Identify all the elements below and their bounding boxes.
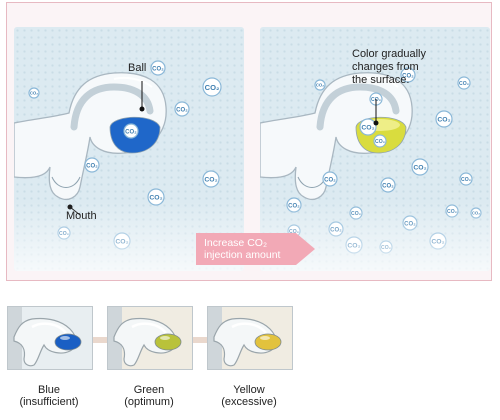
checker-photo-icon [108,307,192,369]
svg-text:CO₂: CO₂ [404,221,416,227]
co2-bubble: CO₂ [345,236,363,254]
checker-photo-icon [8,307,92,369]
connector-bar [192,337,207,343]
checker-scene-yellow: CO₂ CO₂ CO₂ CO₂ CO₂ CO₂ CO₂ CO₂ CO₂ CO₂ CO₂ CO₂ CO₂ C… [260,67,482,254]
co2-bubble: CO₂ [174,101,190,117]
caption-yellow-color: Yellow [233,384,265,396]
co2-bubble: CO₂ [57,226,71,240]
caption-blue: Blue (insufficient) [1,384,97,408]
co2-bubble: CO₂ [470,207,482,219]
color-change-label: Color gradually changes from the surface… [352,48,482,87]
caption-green-state: (optimum) [124,396,174,408]
co2-bubble: CO₂ [459,172,473,186]
co2-bubble: CO₂ [379,240,393,254]
co2-bubble: CO₂ [349,206,363,220]
co2-bubble: CO₂ [322,171,338,187]
svg-text:CO₂: CO₂ [413,165,426,172]
svg-text:CO₂: CO₂ [447,209,457,215]
svg-text:CO₂: CO₂ [402,73,414,79]
co2-bubble: CO₂ [113,232,131,250]
svg-text:CO₂: CO₂ [289,229,299,235]
caption-yellow: Yellow (excessive) [201,384,297,408]
connector-bar [92,337,107,343]
co2-bubble: CO₂ [359,118,377,136]
caption-blue-color: Blue [37,384,61,396]
co2-bubble: CO₂ [286,197,302,213]
ball-label: Ball [128,62,147,74]
arrow-shape-icon [196,233,315,265]
arrow-line-1: Increase CO₂ [204,237,268,249]
co2-bubble: CO₂ [202,77,222,97]
increase-co2-arrow: Increase CO₂ injection amount [196,232,316,266]
co2-bubble: CO₂ [328,221,344,237]
svg-text:CO₂: CO₂ [375,139,385,145]
svg-text:CO₂: CO₂ [324,177,336,183]
svg-text:CO₂: CO₂ [59,231,69,237]
svg-text:CO₂: CO₂ [382,183,394,189]
svg-text:CO₂: CO₂ [316,83,324,88]
photo-blue-checker [7,306,93,370]
svg-text:CO₂: CO₂ [152,66,164,72]
svg-text:CO₂: CO₂ [347,243,360,250]
svg-text:CO₂: CO₂ [149,195,162,202]
co2-bubble: CO₂ [28,87,40,99]
svg-text:CO₂: CO₂ [461,177,471,183]
caption-yellow-state: (excessive) [221,396,277,408]
checker-scene-blue: CO₂ CO₂ CO₂ CO₂ CO₂ CO₂ CO₂ CO₂ CO₂ CO₂ [14,60,222,250]
svg-text:CO₂: CO₂ [205,83,220,92]
svg-text:CO₂: CO₂ [472,211,480,216]
mouth-label: Mouth [66,210,97,222]
co2-bubble: CO₂ [411,158,429,176]
svg-text:CO₂: CO₂ [86,163,98,169]
arrow-text: Increase CO₂ injection amount [204,237,300,261]
svg-text:CO₂: CO₂ [330,227,342,233]
co2-bubble: CO₂ [373,134,387,148]
svg-text:CO₂: CO₂ [176,107,188,113]
co2-bubble: CO₂ [400,67,416,83]
co2-bubble: CO₂ [147,188,165,206]
svg-text:CO₂: CO₂ [381,245,391,251]
co2-bubble: CO₂ [202,170,220,188]
svg-text:CO₂: CO₂ [437,117,450,124]
co2-bubble: CO₂ [445,204,459,218]
co2-bubble: CO₂ [402,215,418,231]
svg-text:CO₂: CO₂ [288,203,300,209]
co2-bubble: CO₂ [429,232,447,250]
svg-text:CO₂: CO₂ [431,239,444,246]
checker-photo-icon [208,307,292,369]
caption-green-color: Green [133,384,165,396]
co2-bubble: CO₂ [314,79,326,91]
svg-text:CO₂: CO₂ [459,81,469,87]
drop-checker-glass [14,72,167,201]
panel-insufficient-co2: CO₂ CO₂ CO₂ CO₂ CO₂ CO₂ CO₂ CO₂ CO₂ CO₂ [14,27,244,271]
co2-bubble: CO₂ [150,60,166,76]
co2-bubble: CO₂ [84,157,100,173]
co2-bubble: CO₂ [380,177,396,193]
color-change-line-1: Color gradually [352,48,426,60]
svg-text:CO₂: CO₂ [125,129,137,135]
svg-text:CO₂: CO₂ [361,125,374,132]
arrow-line-2: injection amount [204,249,281,261]
co2-bubble: CO₂ [123,123,139,139]
caption-green: Green (optimum) [101,384,197,408]
color-change-line-3: the surface. [352,74,410,86]
svg-text:CO₂: CO₂ [204,177,217,184]
svg-text:CO₂: CO₂ [30,91,38,96]
photo-green-checker [107,306,193,370]
color-change-line-2: changes from [352,61,419,73]
photo-yellow-checker [207,306,293,370]
svg-text:CO₂: CO₂ [115,239,128,246]
co2-bubble: CO₂ [435,110,453,128]
caption-blue-state: (insufficient) [19,396,79,408]
svg-text:CO₂: CO₂ [351,211,361,217]
co2-bubble: CO₂ [457,76,471,90]
